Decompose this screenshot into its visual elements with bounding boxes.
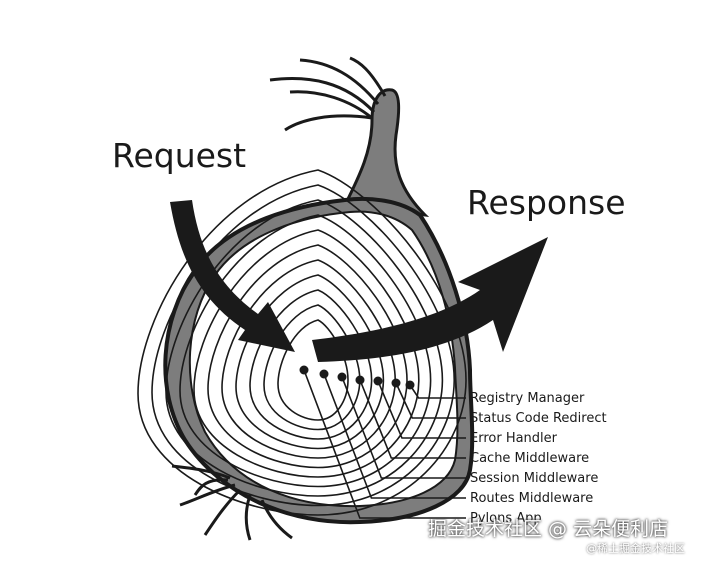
- layer-dot: [405, 380, 415, 390]
- layer-dot: [355, 375, 365, 385]
- leader-line: [341, 376, 466, 479]
- layer-label-status-code-redirect: Status Code Redirect: [470, 411, 607, 426]
- layer-label-cache-middleware: Cache Middleware: [470, 451, 590, 466]
- onion-ring: [137, 169, 467, 516]
- leader-line: [323, 373, 466, 499]
- layer-label-pylons-app: Pylons App: [470, 511, 542, 526]
- layer-dot: [299, 365, 309, 375]
- onion-ring: [151, 184, 456, 507]
- leader-line: [409, 384, 466, 399]
- leader-line: [303, 369, 466, 519]
- layer-dot: [391, 378, 401, 388]
- response-label: Response: [467, 183, 626, 222]
- layer-label-routes-middleware: Routes Middleware: [470, 491, 594, 506]
- leader-line: [377, 380, 466, 439]
- layer-dot: [337, 372, 347, 382]
- onion-roots: [171, 464, 293, 541]
- onion-stem: [269, 56, 430, 218]
- leader-line: [359, 379, 466, 459]
- layer-leaders: [299, 365, 466, 519]
- leader-line: [395, 382, 466, 419]
- onion-ring: [193, 229, 420, 478]
- onion-ring: [179, 214, 432, 488]
- watermark: 掘金技术社区 @ 云朵便利店: [428, 518, 669, 540]
- response-arrow: [312, 237, 548, 362]
- layer-dot: [319, 369, 329, 379]
- onion-ring: [165, 199, 444, 497]
- layer-label-registry-manager: Registry Manager: [470, 391, 585, 406]
- request-arrow: [170, 200, 295, 352]
- layer-label-session-middleware: Session Middleware: [470, 471, 599, 486]
- watermark-sub: @稀土掘金技术社区: [586, 542, 685, 555]
- layer-label-error-handler: Error Handler: [470, 431, 558, 446]
- layer-dot: [373, 376, 383, 386]
- onion-ring: [207, 244, 408, 469]
- request-label: Request: [112, 136, 247, 175]
